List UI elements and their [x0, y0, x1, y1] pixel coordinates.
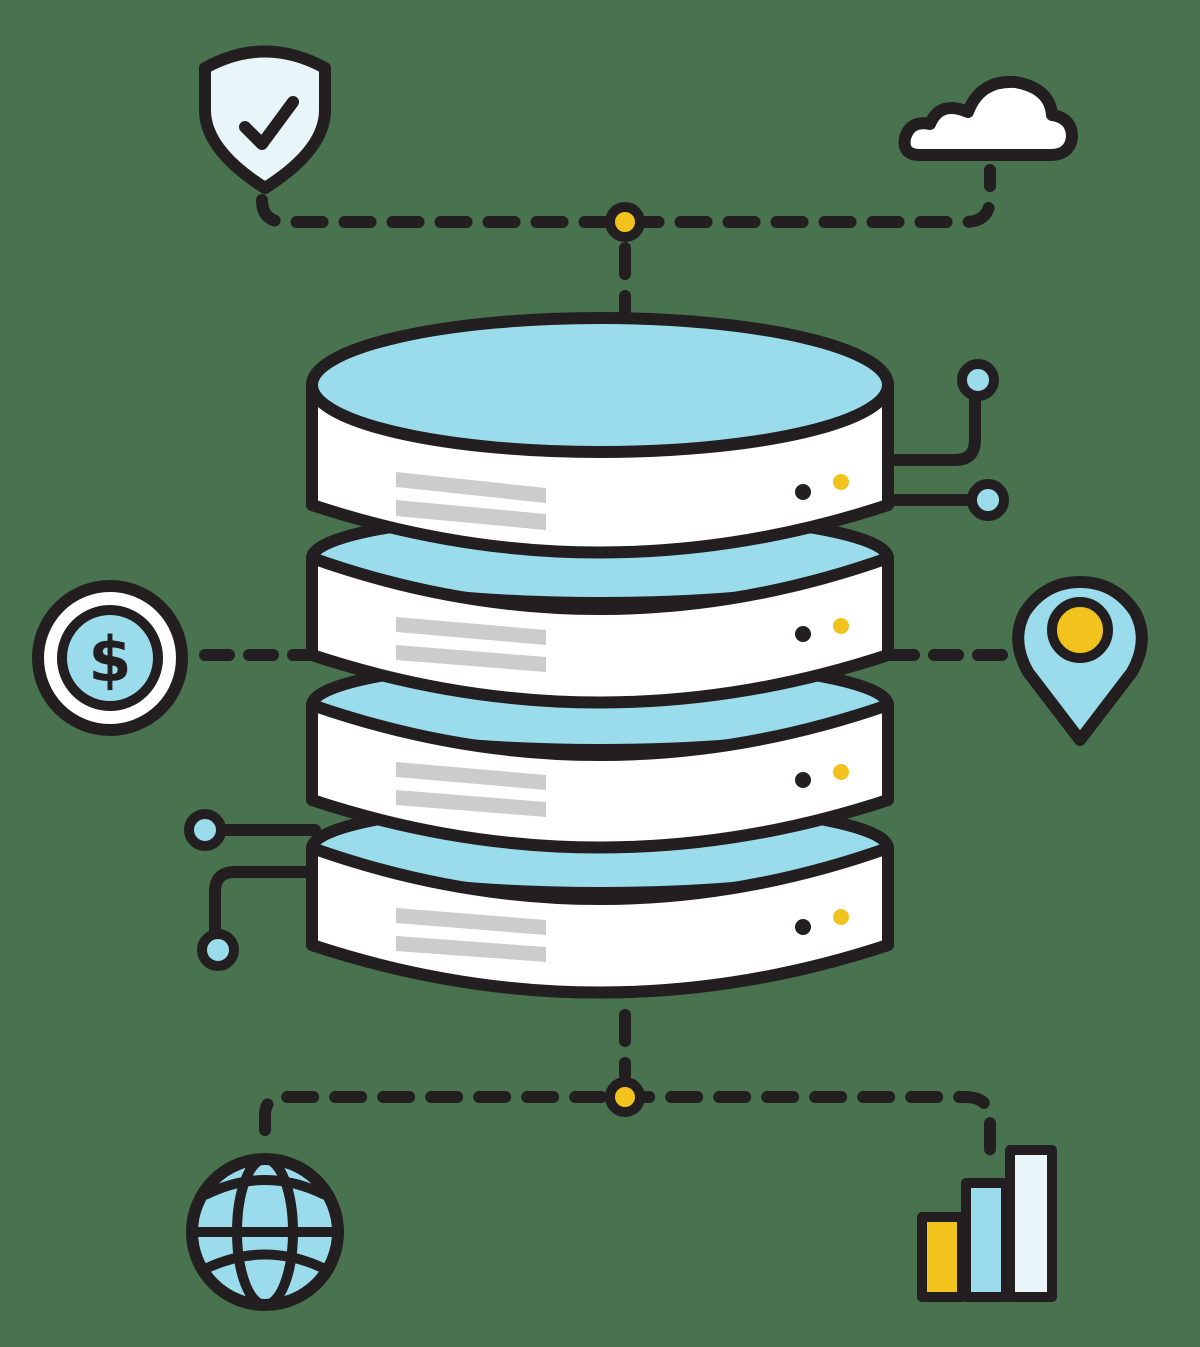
shield-check-icon [199, 45, 331, 194]
circuit-node-right-2 [967, 479, 1009, 521]
bottom-junction-node [605, 1077, 645, 1117]
bar-chart-icon [917, 1145, 1057, 1302]
globe-icon [186, 1153, 344, 1311]
location-pin-icon [1012, 576, 1148, 746]
svg-text:$: $ [88, 623, 131, 696]
circuit-line-left-2 [209, 866, 321, 941]
database-top [306, 312, 894, 458]
circuit-line-right-1 [879, 389, 981, 466]
circuit-node-left-1 [184, 809, 226, 851]
circuit-node-right-1 [957, 359, 999, 401]
status-lights [795, 474, 849, 935]
dollar-coin-icon: $ [32, 580, 188, 736]
database-stack [306, 312, 894, 999]
top-junction-node [605, 202, 645, 242]
circuit-node-left-2 [197, 929, 239, 971]
disk-labels [396, 472, 546, 962]
cloud-icon [898, 75, 1078, 161]
top-connector-line [256, 164, 996, 228]
